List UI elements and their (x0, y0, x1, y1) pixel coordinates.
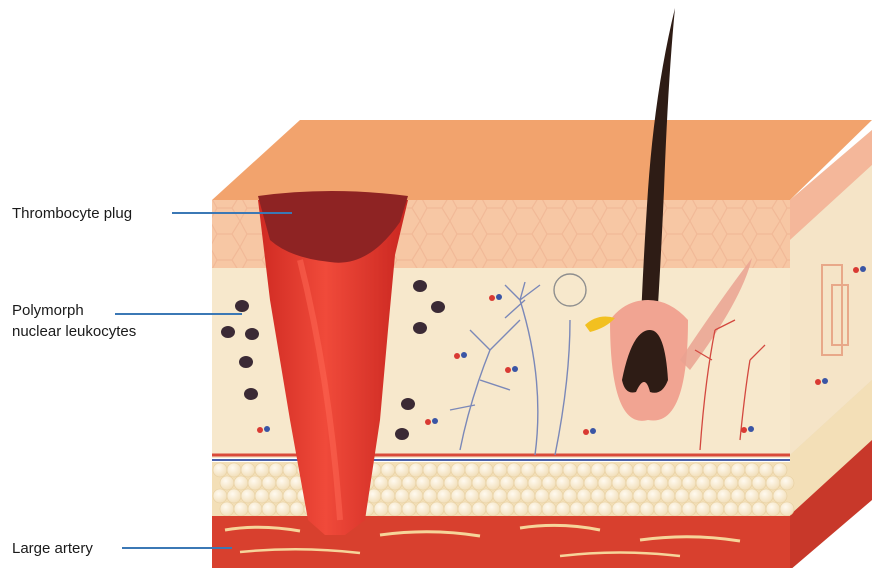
leukocyte-icon (413, 322, 427, 334)
leukocyte-icon (401, 398, 415, 410)
leukocyte-icon (245, 328, 259, 340)
leukocytes-label-line1: Polymorph (12, 301, 84, 320)
epidermis-top-surface (212, 120, 872, 200)
skin-block-side (790, 130, 872, 568)
leukocyte-icon (239, 356, 253, 368)
large-artery-label: Large artery (12, 539, 93, 558)
leukocyte-icon (235, 300, 249, 312)
leukocyte-icon (395, 428, 409, 440)
leukocyte-icon (221, 326, 235, 338)
artery-layer (212, 516, 790, 568)
leukocyte-icon (431, 301, 445, 313)
thrombocyte-plug-label: Thrombocyte plug (12, 204, 132, 223)
leukocyte-icon (413, 280, 427, 292)
leukocyte-icon (244, 388, 258, 400)
leukocytes-label-line2: nuclear leukocytes (12, 322, 136, 341)
